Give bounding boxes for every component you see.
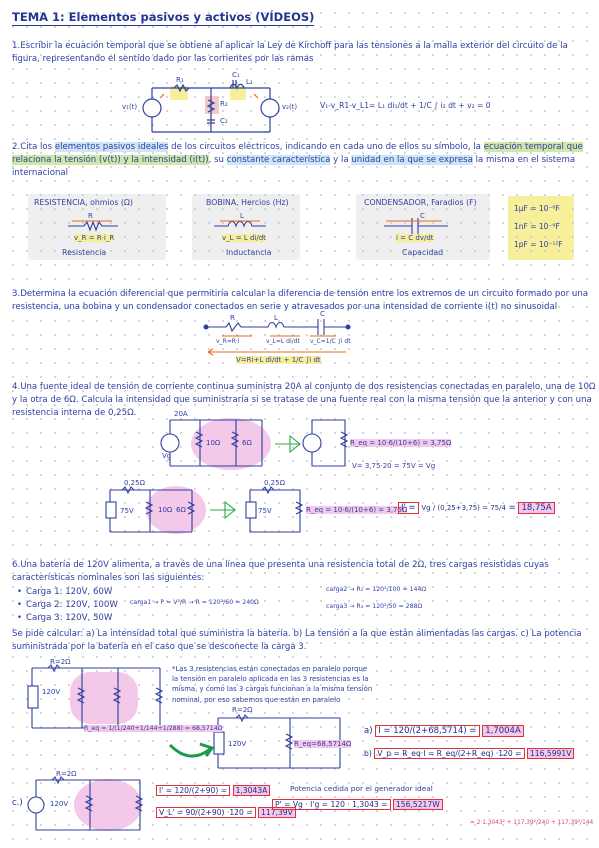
q4-source-current: 20A (174, 410, 188, 418)
resistor-equation: v_R = R·i_R (74, 234, 115, 242)
q6-answer-c-power: P' = Vg · I'g = 120 · 1,3043 = 156,5217W (272, 799, 443, 810)
q6-carga2-calc: carga2 → R₂ = 120²/100 = 144Ω (326, 586, 427, 593)
q4-row2-r1-label: 10Ω (158, 506, 173, 514)
q6-answer-b: b) V_p = R_eq·I = R_eq/(2+R_eq) ·120 = 1… (364, 748, 575, 759)
resistor-card-title: RESISTENCIA, ohmios (Ω) (34, 198, 133, 207)
inductor-equation: v_L = L di/dt (222, 234, 266, 242)
q1-label-v1: v₁(t) (122, 103, 138, 111)
q6-carga1-calc: carga1 → P = V²/R → R = 120²/60 = 240Ω (130, 599, 259, 606)
q6-answer-c-current: I' = 120/(2+90) = 1,3043A (156, 785, 271, 796)
q2-line-2: relaciona la tensión (v(t)) y la intensi… (12, 155, 576, 165)
inductor-card-title: BOBINA, Hercios (Hz) (206, 198, 289, 207)
q6-line-resistance: R=2Ω (50, 658, 71, 666)
q3-voltage-r: v_R=R·i (216, 338, 240, 345)
q1-text-a: 1.Escribir la ecuación temporal que se o… (12, 41, 568, 51)
q2-line-3: internacional (12, 168, 69, 178)
q4-text-b: y la otra de 6Ω. Calcula la intensidad q… (12, 395, 592, 405)
q6-c-source-120v: 120V (50, 800, 69, 808)
q1-equation: V₁-v_R1-v_L1= L₁ di₁/dt + 1/C ∫ i₂ dt + … (320, 101, 491, 110)
q1-label-c2: C₂ (220, 117, 228, 125)
q1-label-c1: C₁ (232, 71, 240, 79)
q6-text-b: características nominales son las siguie… (12, 573, 205, 583)
q4-vg-label: Vg (162, 452, 172, 460)
unit-nano: 1nF = 10⁻⁹F (514, 222, 560, 231)
q3-label-r: R (230, 314, 235, 322)
q6-source-120v-2: 120V (228, 740, 247, 748)
q3-voltage-c: v_C=1/C ∫i dt (310, 338, 351, 345)
q4-r1-label: 10Ω (206, 439, 221, 447)
q4-r2-label: 6Ω (242, 439, 252, 447)
unit-micro: 1μF = 10⁻⁶F (514, 204, 560, 213)
q1-text-b: figura, representando el sentido dado po… (12, 54, 314, 64)
q4-source-75v-1: 75V (120, 507, 134, 515)
q6-carga-2: Carga 2: 120V, 100W (17, 600, 118, 610)
q4-req-calc-1: R_eq = 10·6/(10+6) = 3,75Ω (350, 439, 452, 447)
q1-label-r2: R₂ (220, 100, 228, 108)
q1-label-v2: v₂(t) (282, 103, 298, 111)
inductor-card-subtitle: Inductancia (226, 248, 272, 257)
q6-carga3-calc: carga3 → R₃ = 120²/50 = 288Ω (326, 603, 423, 610)
q4-text-a: 4.Una fuente ideal de tensión de corrien… (12, 382, 596, 392)
q6-carga-3: Carga 3: 120V, 50W (17, 613, 112, 623)
q6-c-power-title: Potencia cedida por el generador ideal (290, 784, 433, 793)
q6-c-line-resistance: R=2Ω (56, 770, 77, 778)
capacitor-symbol-label: C (420, 212, 425, 220)
page-title: TEMA 1: Elementos pasivos y activos (VÍD… (12, 10, 315, 26)
q4-voltage-calc: V= 3,75·20 = 75V = Vg (352, 462, 436, 470)
q1-circuit (142, 80, 280, 133)
q4-req-calc-2: R_eq = 10·6/(10+6) = 3,75Ω (306, 506, 408, 514)
q2-line-1: 2.Cita los elementos pasivos ideales de … (12, 142, 583, 152)
q6-parallel-note: *Las 3 resistencias están conectadas en … (172, 665, 373, 704)
capacitor-card-subtitle: Capacidad (402, 248, 444, 257)
q6-c-power-check: = 2·1,3043² + 117,39²/240 + 117,39²/144 (470, 820, 594, 826)
q4-current-result: I' = Vg / (0,25+3,75) = 75/4 = 18,75A (398, 502, 555, 514)
q4-internal-resistance-2: 0,25Ω (264, 479, 285, 487)
q6-req-calc: R_eq = 1/(1/240+1/144+1/288) = 68,5714Ω (84, 725, 223, 732)
q6-answer-a: a) I = 120/(2+68,5714) = 1,7004A (364, 725, 524, 737)
capacitor-equation: i = C dv/dt (396, 234, 434, 242)
q4-text-c: resistencia interna de 0,25Ω. (12, 408, 137, 418)
q6-line-resistance-2: R=2Ω (232, 706, 253, 714)
unit-pico: 1pF = 10⁻¹²F (514, 240, 563, 249)
q3-equation: V=Ri+L di/dt + 1/C ∫i dt (236, 356, 321, 364)
q6-text-c: Se pide calcular: a) La intensidad total… (12, 629, 582, 639)
resistor-card-subtitle: Resistencia (62, 248, 107, 257)
q4-internal-resistance-1: 0,25Ω (124, 479, 145, 487)
q3-text-a: 3.Determina la ecuación diferencial que … (12, 289, 589, 299)
resistor-symbol-label: R (88, 212, 93, 220)
capacitor-card-title: CONDENSADOR, Faradios (F) (364, 198, 477, 207)
q6-req-box: R_eq=68,5714Ω (294, 740, 352, 748)
inductor-symbol-label: L (240, 212, 244, 220)
q3-voltage-l: v_L=L di/dt (266, 338, 300, 345)
q6-text-a: 6.Una batería de 120V alimenta, a través… (12, 560, 549, 570)
q6-answer-c-label: c.) (12, 798, 23, 808)
q6-answer-c-voltage: V_L' = 90/(2+90) ·120 = 117,39V (156, 807, 296, 818)
q3-label-c: C (320, 310, 325, 318)
q1-label-r1: R₁ (176, 76, 184, 84)
q6-source-120v: 120V (42, 688, 61, 696)
q4-row2-r2-label: 6Ω (176, 506, 186, 514)
q1-label-l1: L₁ (246, 78, 253, 86)
q6-carga-1: Carga 1: 120V, 60W (17, 587, 112, 597)
q4-source-75v-2: 75V (258, 507, 272, 515)
q6-text-d: suministrada por la batería en el caso q… (12, 642, 307, 652)
q3-label-l: L (274, 314, 278, 322)
q3-text-b: resistencia, una bobina y un condensador… (12, 302, 558, 312)
